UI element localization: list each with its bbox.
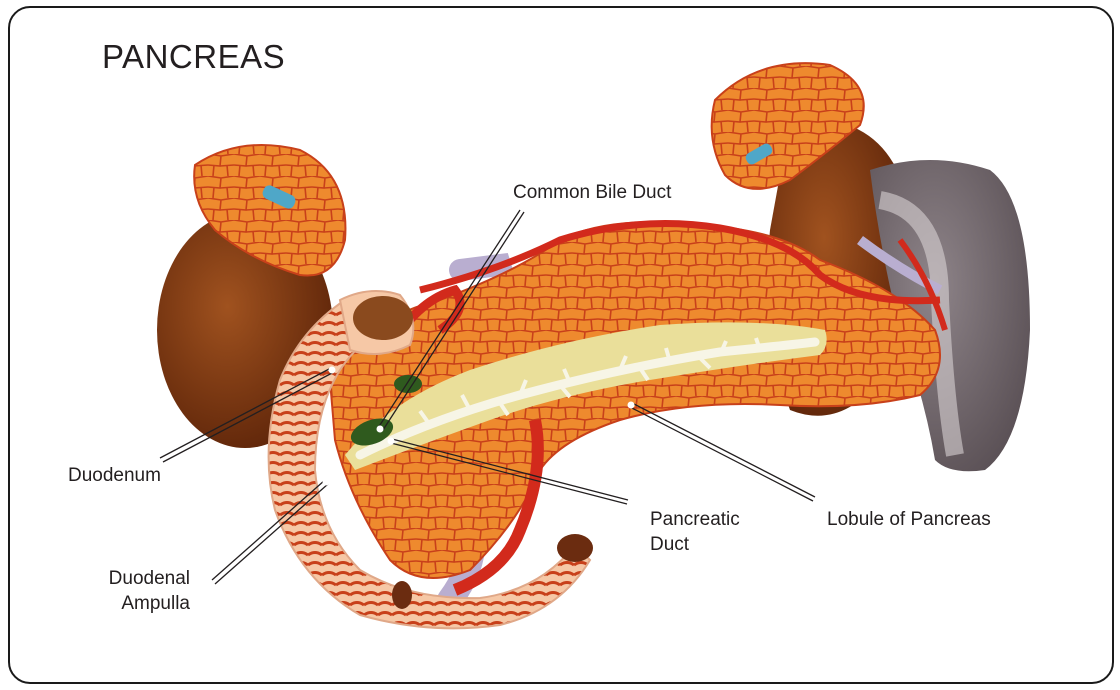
label-duodenal-ampulla: Duodenal Ampulla (92, 566, 190, 616)
diagram-title: PANCREAS (102, 38, 285, 76)
duodenum-lumen (353, 296, 413, 340)
leader-lobule-of-pancreas (632, 403, 815, 497)
label-common-bile-duct: Common Bile Duct (513, 180, 671, 205)
label-lobule-of-pancreas: Lobule of Pancreas (827, 507, 991, 532)
label-duodenum: Duodenum (68, 463, 161, 488)
label-pancreatic-duct: Pancreatic Duct (650, 507, 740, 557)
